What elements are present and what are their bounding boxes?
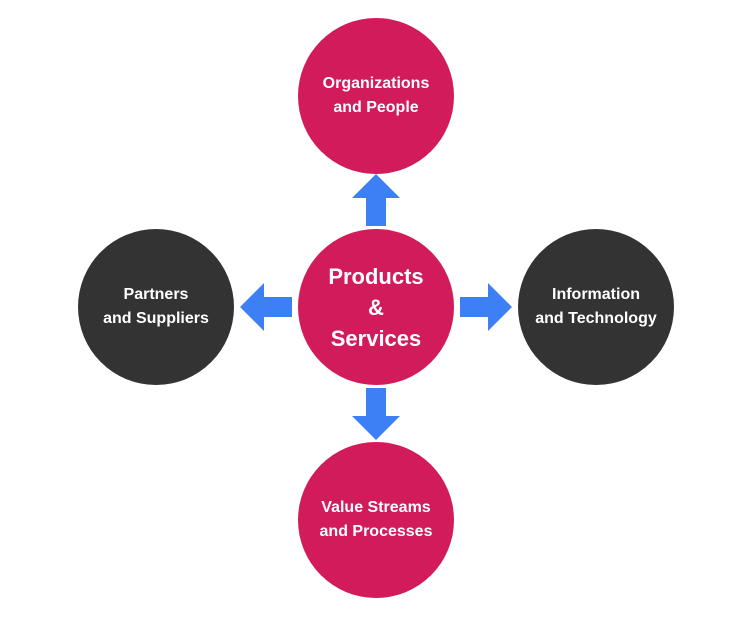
node-products-and-services: Products & Services	[298, 229, 454, 385]
node-label-line-2: and Suppliers	[103, 310, 209, 327]
node-partners-and-suppliers: Partners and Suppliers	[78, 229, 234, 385]
center-label-line-2: &	[368, 294, 384, 320]
node-information-and-technology: Information and Technology	[518, 229, 674, 385]
node-label-line-2: and Technology	[535, 310, 657, 327]
node-label-line-1: Value Streams	[321, 499, 431, 516]
center-label-line-3: Services	[330, 325, 422, 351]
node-organizations-and-people: Organizations and People	[298, 18, 454, 174]
arrow-down-icon	[352, 388, 400, 440]
node-label-line-1: Partners	[123, 286, 189, 303]
arrow-up-icon	[352, 174, 400, 226]
node-label-line-1: Information	[552, 286, 640, 303]
node-label-line-1: Organizations	[322, 75, 430, 92]
center-label-line-1: Products	[328, 263, 424, 289]
node-label-line-2: and People	[333, 99, 419, 116]
arrow-right-icon	[460, 283, 512, 331]
node-value-streams-and-processes: Value Streams and Processes	[298, 442, 454, 598]
arrow-left-icon	[240, 283, 292, 331]
node-label-line-2: and Processes	[319, 523, 433, 540]
